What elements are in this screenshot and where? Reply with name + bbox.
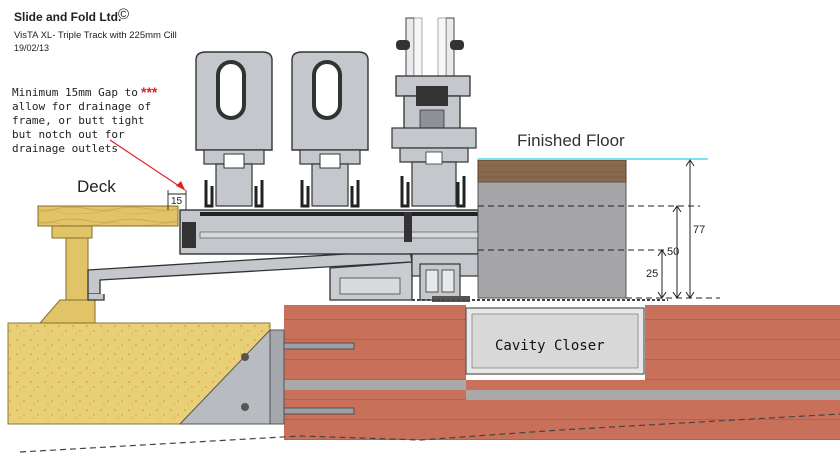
gap-annotation: Minimum 15mm Gap to allow for drainage o… [12, 86, 172, 156]
cavity-closer-label: Cavity Closer [495, 338, 605, 354]
brickwork [284, 305, 840, 440]
annotation-line: allow for drainage of [12, 100, 152, 113]
gap-dimension [167, 190, 187, 210]
sash-roller-middle [291, 51, 369, 208]
dimension-25: 25 [646, 268, 659, 280]
annotation-line: but notch out for [12, 128, 125, 141]
sash-roller-left [195, 51, 273, 208]
drawing-subtitle: VisTA XL- Triple Track with 225mm Cill [14, 30, 177, 41]
dimension-50: 50 [667, 246, 680, 258]
dimension-lines [478, 159, 720, 299]
dimension-77: 77 [693, 224, 706, 236]
deck-label: Deck [77, 177, 116, 196]
fixed-glazing-panel [391, 17, 477, 208]
drawing-date: 19/02/13 [14, 43, 50, 53]
ground-line [19, 413, 840, 453]
copyright-symbol: © [118, 6, 130, 23]
door-frame [179, 209, 481, 302]
cill-profile [87, 249, 413, 301]
annotation-line: Minimum 15mm Gap to [12, 86, 138, 99]
finished-floor-label: Finished Floor [517, 131, 625, 150]
company-name: Slide and Fold Ltd. [14, 10, 122, 24]
annotation-line: frame, or butt tight [12, 114, 145, 127]
deck-timber [37, 205, 179, 324]
annotation-line: drainage outlets [12, 142, 118, 155]
annotation-marker: *** [141, 84, 158, 100]
floor-buildup [477, 158, 708, 299]
annotation-leader [109, 139, 186, 191]
gap-dimension-value: 15 [171, 196, 183, 207]
